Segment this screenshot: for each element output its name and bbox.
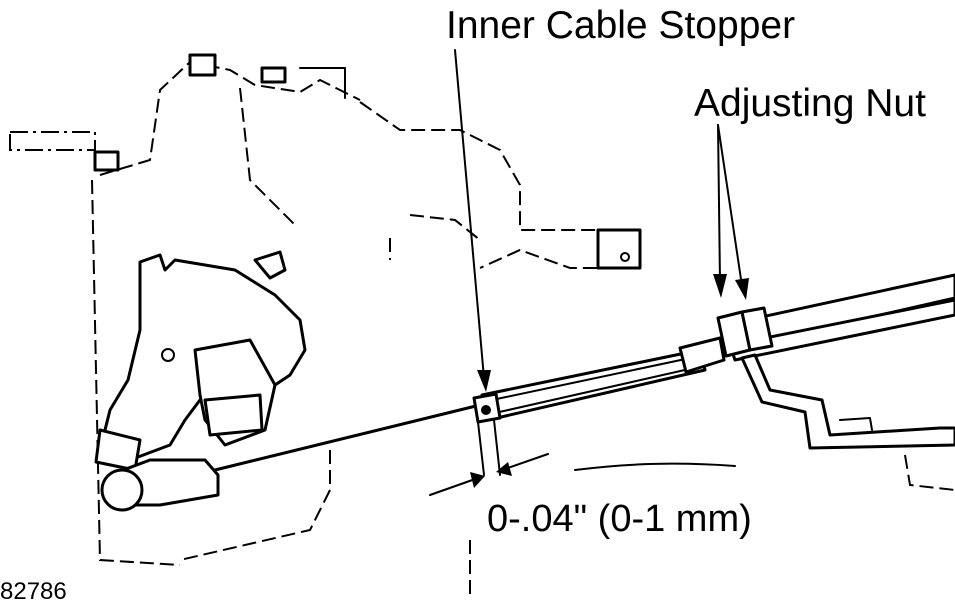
inner-cable-stopper	[472, 392, 502, 476]
cable-bracket	[740, 353, 955, 450]
clearance-label: 0-.04" (0-1 mm)	[487, 498, 752, 540]
inner-cable-stopper-label: Inner Cable Stopper	[446, 4, 796, 47]
housing-bracket	[596, 228, 642, 270]
clearance-arrows	[429, 453, 549, 496]
adjusting-nuts	[716, 306, 774, 358]
inner-cable	[213, 403, 482, 472]
adjusting-nut-label: Adjusting Nut	[694, 82, 926, 125]
outer-cable-assembly	[480, 273, 955, 422]
figure-number: 82786	[0, 578, 67, 605]
shift-lever	[94, 250, 307, 472]
cable-end-clevis	[100, 458, 220, 512]
transmission-housing	[9, 60, 955, 600]
leader-arrows	[454, 49, 749, 392]
housing-studs	[93, 53, 346, 172]
